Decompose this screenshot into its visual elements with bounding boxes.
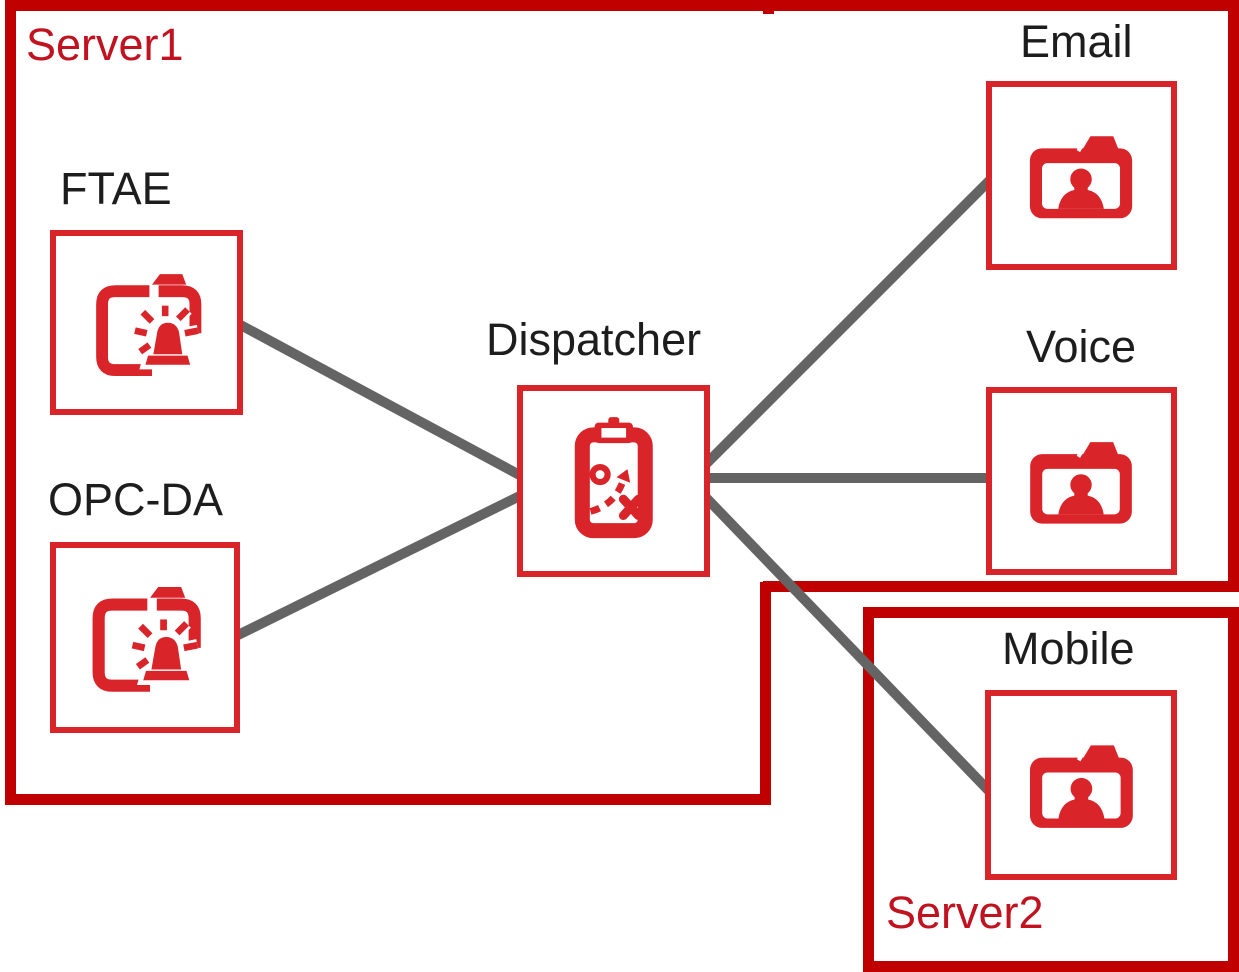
node-voice: [986, 387, 1177, 575]
node-label-opc-da: OPC-DA: [48, 474, 224, 525]
container-server1: [5, 0, 771, 805]
node-opcda: [50, 542, 240, 733]
container-server2: [863, 607, 1239, 972]
connector-dispatcher-email: [686, 174, 996, 484]
node-label-mobile: Mobile: [1002, 623, 1135, 674]
alarm-folder-icon: [95, 273, 202, 376]
contact-folder-icon: [1030, 442, 1133, 524]
node-label-ftae: FTAE: [60, 163, 172, 214]
container-label-server2: Server2: [886, 887, 1044, 938]
connector-dispatcher-mobile: [686, 477, 994, 796]
node-label-email: Email: [1020, 16, 1133, 67]
node-ftae: [50, 230, 243, 415]
container-output-group: [763, 0, 1239, 592]
node-dispatcher: [517, 385, 710, 577]
strategy-clipboard-icon: [574, 416, 653, 538]
contact-folder-icon: [1029, 745, 1133, 829]
contact-folder-icon: [1030, 136, 1133, 219]
connector-ftae-dispatcher: [232, 317, 543, 491]
node-mobile: [985, 690, 1177, 880]
connector-opcda-dispatcher: [229, 481, 543, 643]
alarm-folder-icon: [92, 587, 202, 693]
container-output-group-left-tab: [763, 0, 774, 14]
node-label-dispatcher: Dispatcher: [486, 314, 702, 365]
node-email: [986, 81, 1177, 270]
node-label-voice: Voice: [1026, 321, 1137, 372]
container-server1-right-border-segment: [760, 582, 771, 805]
container-label-server1: Server1: [26, 19, 184, 70]
